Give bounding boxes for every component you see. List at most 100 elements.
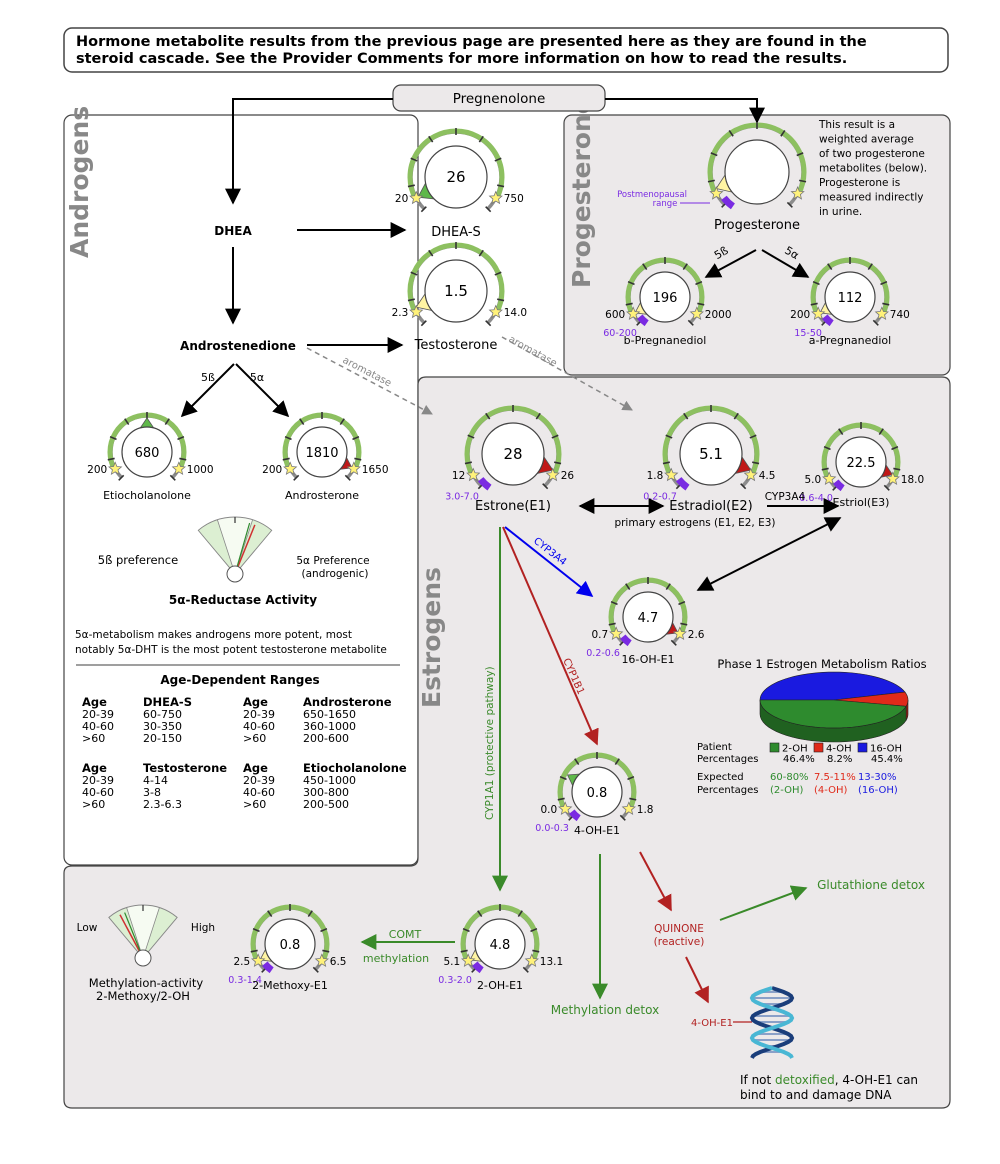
range-star-icon bbox=[664, 467, 679, 482]
gauge-range-label: 15-50 bbox=[794, 328, 822, 339]
gauge-tick bbox=[293, 474, 300, 481]
gauge-tick bbox=[307, 910, 313, 918]
gauge-tick bbox=[838, 428, 844, 436]
reductase-title: 5α-Reductase Activity bbox=[169, 593, 317, 607]
gauge-purple-range bbox=[472, 961, 484, 974]
androstenedione-node: Androstenedione bbox=[180, 339, 296, 353]
methylation-label: methylation bbox=[363, 952, 429, 965]
gauge-value: 0.8 bbox=[280, 938, 301, 953]
gauge-tick bbox=[107, 457, 115, 461]
gauge-center bbox=[724, 139, 790, 205]
gauge-label: Estradiol(E2) bbox=[669, 499, 752, 514]
age-table-header: DHEA-S bbox=[143, 695, 192, 709]
arrow-quinone-glutathione bbox=[719, 885, 808, 921]
age-table-header: Etiocholanolone bbox=[303, 761, 407, 775]
progesterone-note-line: This result is a bbox=[818, 119, 895, 131]
gauge-low-limit: 5.0 bbox=[805, 474, 822, 486]
gauge-tick bbox=[252, 927, 260, 933]
progesterone-note-line: of two progesterone bbox=[819, 148, 925, 160]
gauge-value: 1.5 bbox=[444, 282, 468, 300]
legend-label: 2-OH bbox=[782, 744, 808, 755]
aromatase-label-2: aromatase bbox=[507, 334, 559, 370]
range-star-icon bbox=[461, 953, 476, 968]
gauge-high-limit: 1650 bbox=[362, 464, 389, 476]
gauge-tick bbox=[462, 927, 470, 933]
gauge-center bbox=[824, 271, 876, 323]
methylation-activity-label-1: Methylation-activity bbox=[89, 976, 204, 990]
progesterone-note-line: in urine. bbox=[819, 206, 862, 218]
gauge-purple-range bbox=[822, 314, 834, 327]
gauge-tick bbox=[322, 949, 330, 953]
gauge-tick bbox=[878, 428, 884, 436]
gauge-low-limit: 20 bbox=[395, 193, 408, 205]
arrow-quinone-dna bbox=[685, 956, 709, 1004]
age-table-cell: 200-600 bbox=[303, 732, 349, 745]
gauge-purple-range bbox=[833, 479, 845, 492]
range-star-icon bbox=[609, 626, 624, 641]
gauge-tick bbox=[410, 157, 418, 162]
progesterone-note-line: measured indirectly bbox=[819, 192, 924, 204]
range-star-icon bbox=[283, 461, 298, 476]
range-star-icon bbox=[409, 304, 424, 319]
reductase-note-1: 5α-metabolism makes androgens more poten… bbox=[75, 629, 352, 641]
arrow-aromatase-androstenedione bbox=[306, 347, 433, 415]
gauge-tick bbox=[460, 949, 468, 953]
gauge-value: 5.1 bbox=[699, 445, 723, 463]
legend-label: 4-OH bbox=[826, 744, 852, 755]
gauge-tick bbox=[467, 434, 475, 439]
gauge-center bbox=[639, 271, 691, 323]
gauge-tick bbox=[554, 461, 562, 465]
range-star-icon bbox=[811, 306, 826, 321]
header-line-1: Hormone metabolite results from the prev… bbox=[76, 34, 867, 50]
range-star-icon bbox=[743, 467, 758, 482]
age-table-cell: 40-60 bbox=[243, 786, 275, 799]
postmenopausal-label-2: range bbox=[653, 199, 678, 209]
gauge-value: 1810 bbox=[305, 446, 338, 461]
gauge-tick bbox=[823, 445, 831, 451]
gauge-tick bbox=[407, 298, 415, 302]
gauge-tick bbox=[883, 484, 890, 491]
age-table-cell: 3-8 bbox=[143, 786, 161, 799]
glutathione-detox-label: Glutathione detox bbox=[817, 878, 925, 892]
gauge-value: 112 bbox=[838, 291, 863, 306]
age-table-cell: >60 bbox=[82, 798, 105, 811]
fan-needle bbox=[234, 524, 256, 575]
gauge-progesterone: Progesterone bbox=[707, 122, 807, 233]
methylation-activity-label-2: 2-Methoxy/2-OH bbox=[96, 989, 190, 1003]
gauge-tick bbox=[407, 184, 415, 188]
gauge-low-limit: 1.8 bbox=[647, 470, 664, 482]
patient-label: Percentages bbox=[697, 754, 758, 765]
gauge-tick bbox=[532, 949, 540, 953]
estrogens-section-label: Estrogens bbox=[417, 567, 446, 708]
androgens-section-label: Androgens bbox=[65, 106, 94, 258]
gauge-center bbox=[571, 766, 623, 818]
header-box bbox=[63, 27, 949, 73]
gauge-label: a-Pregnanediol bbox=[809, 334, 891, 347]
range-star-icon bbox=[790, 186, 805, 200]
age-table-cell: >60 bbox=[243, 798, 266, 811]
age-table-cell: 300-800 bbox=[303, 786, 349, 799]
age-table-header: Age bbox=[82, 695, 107, 709]
arrow-5a bbox=[235, 363, 290, 418]
dna-note-line-2: bind to and damage DNA bbox=[740, 1088, 892, 1102]
age-table-cell: 40-60 bbox=[243, 720, 275, 733]
gauge-label: Testosterone bbox=[414, 338, 498, 353]
gauge-tick bbox=[420, 320, 427, 327]
progesterone-note-line: weighted average bbox=[819, 134, 914, 146]
progesterone-note-line: Progesterone is bbox=[819, 177, 900, 189]
gauge-center bbox=[679, 422, 743, 486]
age-table-cell: 40-60 bbox=[82, 720, 114, 733]
gauge-tick bbox=[665, 583, 671, 591]
age-table-cell: 30-350 bbox=[143, 720, 182, 733]
range-star-icon bbox=[409, 190, 424, 205]
age-ranges-title: Age-Dependent Ranges bbox=[160, 673, 319, 687]
gauge-tick bbox=[799, 179, 807, 183]
gauge-tick bbox=[893, 467, 901, 471]
gauge-tick bbox=[339, 418, 345, 426]
label-5a: 5α bbox=[250, 371, 264, 384]
gauge-label: Estriol(E3) bbox=[833, 496, 890, 509]
gauge-range-label: 3.0-7.0 bbox=[445, 491, 479, 502]
